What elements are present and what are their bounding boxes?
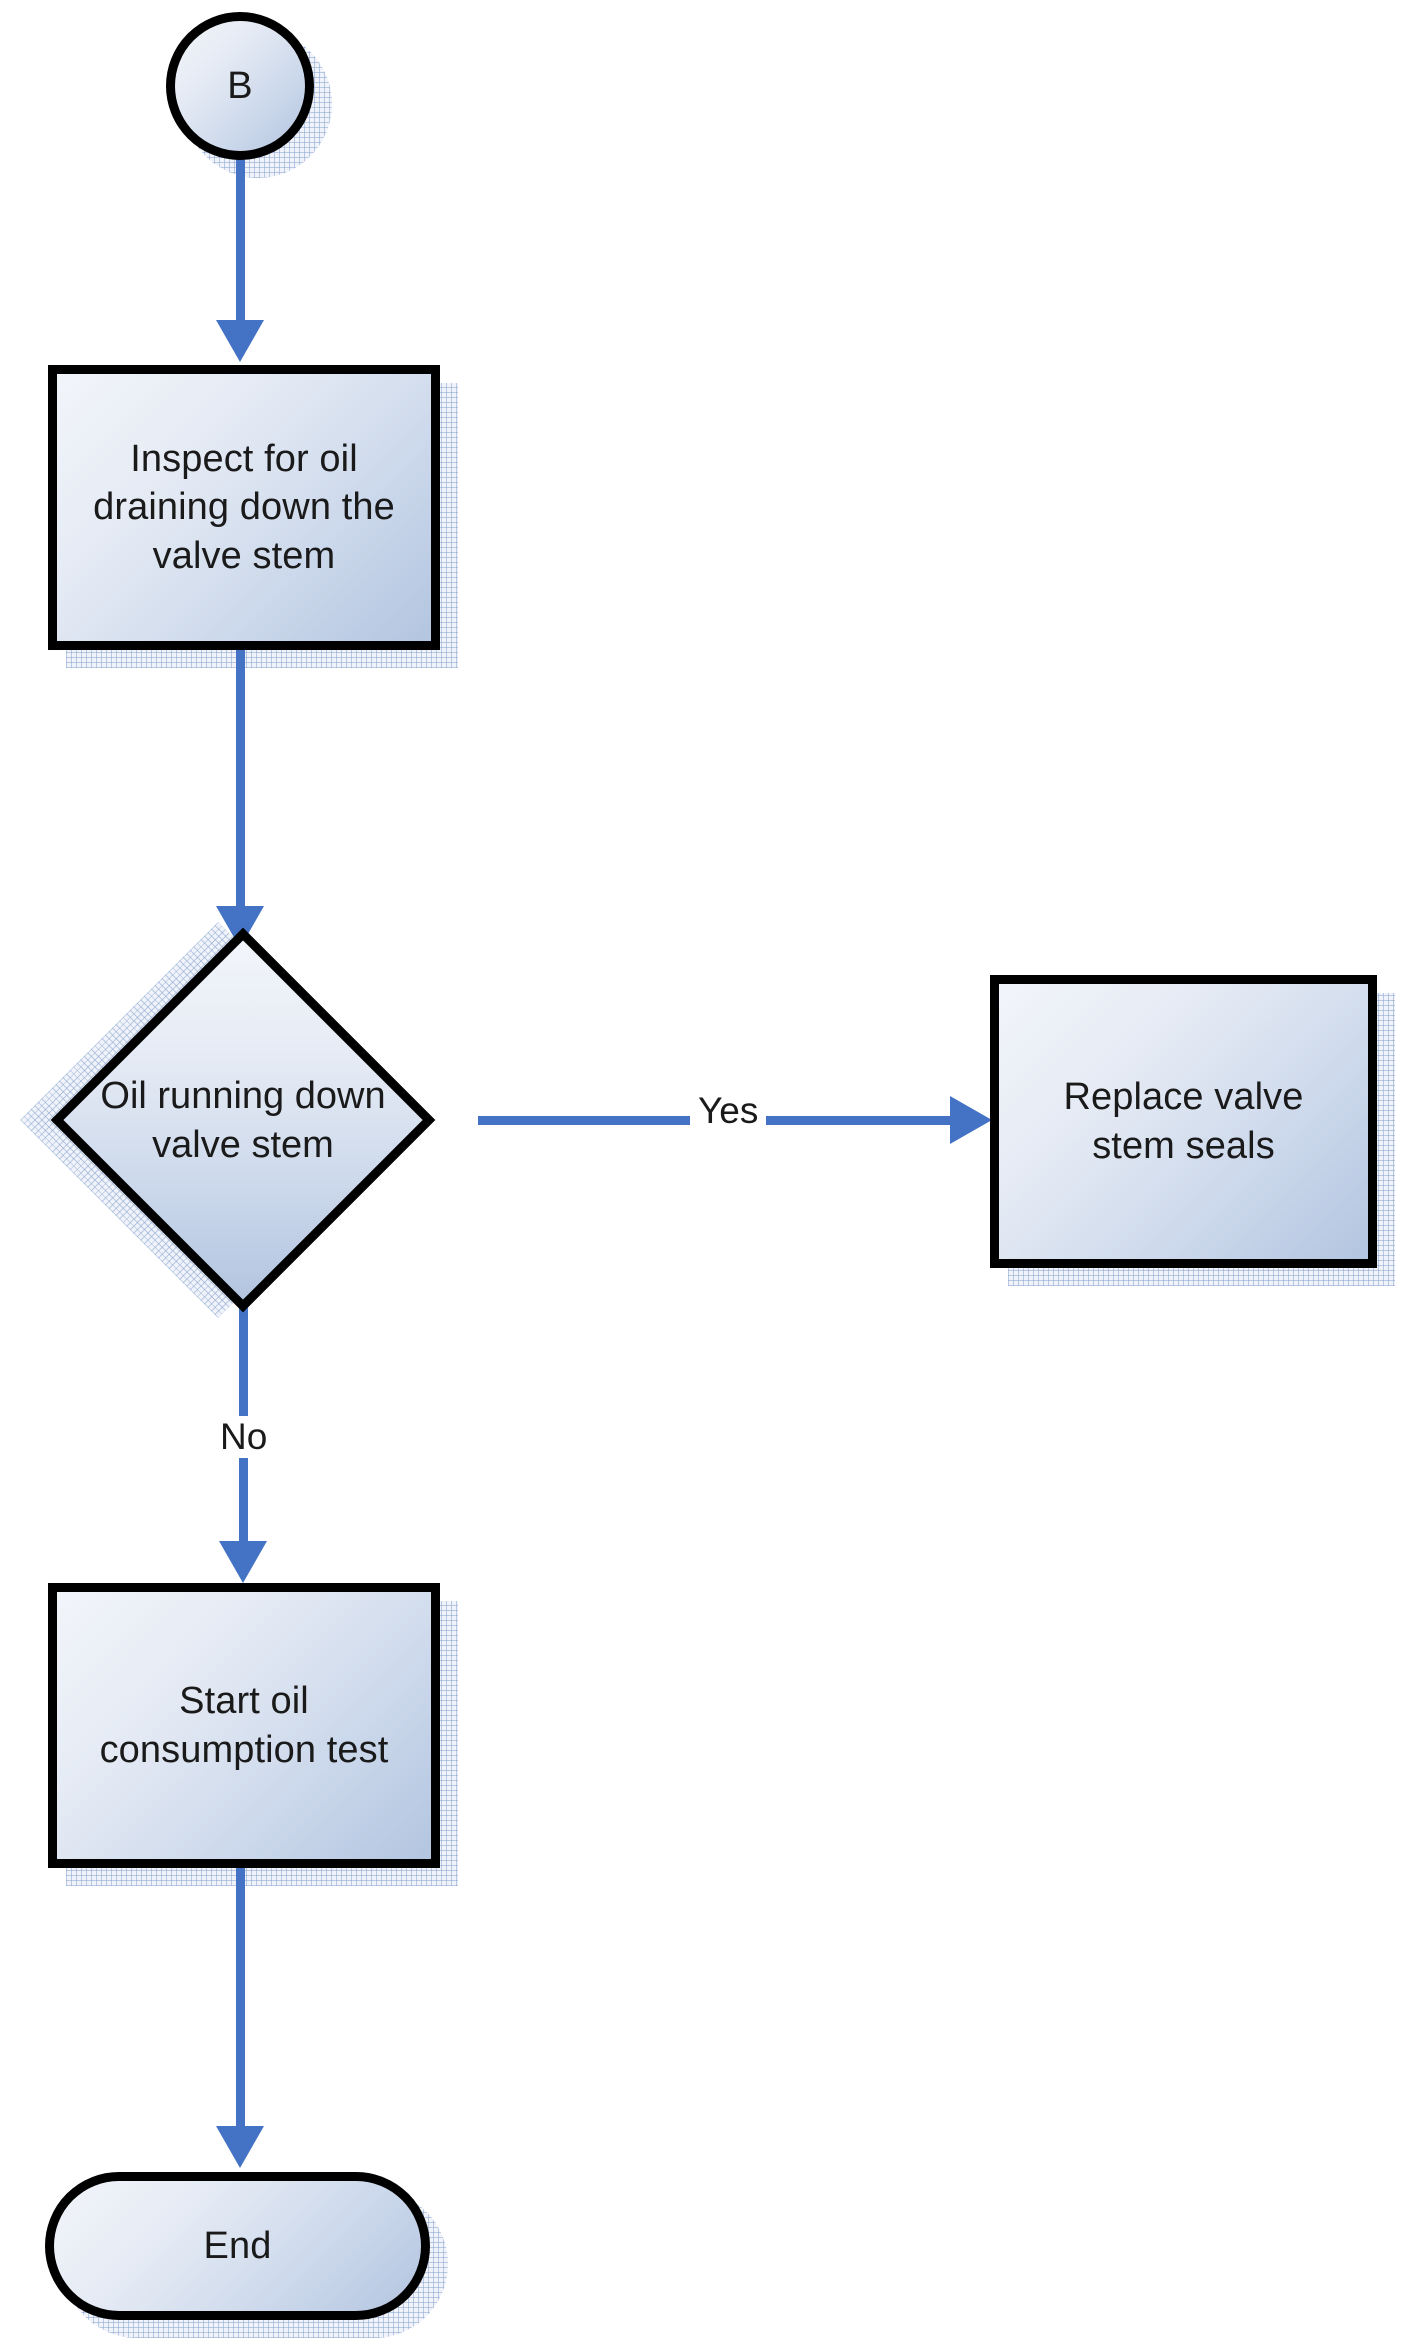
edge-test-to-end-line <box>236 1868 245 2130</box>
process-node-start-test-label: Start oil consumption test <box>99 1679 389 1771</box>
edge-inspect-to-decision-line <box>236 650 245 910</box>
edge-b-to-inspect-line <box>236 158 245 323</box>
process-node-start-test[interactable]: Start oil consumption test <box>48 1583 440 1868</box>
connector-node-b[interactable]: B <box>166 12 314 160</box>
edge-no-arrowhead <box>219 1541 267 1583</box>
connector-node-b-label: B <box>227 64 253 107</box>
process-node-inspect[interactable]: Inspect for oil draining down the valve … <box>48 365 440 650</box>
terminator-node-end-label: End <box>203 2224 272 2267</box>
terminator-node-end[interactable]: End <box>45 2172 430 2320</box>
process-node-replace-seals[interactable]: Replace valve stem seals <box>990 975 1377 1268</box>
edge-yes-arrowhead <box>950 1096 992 1144</box>
decision-node-oil-running[interactable]: Oil running down valve stem <box>8 927 478 1313</box>
process-node-replace-seals-label: Replace valve stem seals <box>1063 1075 1304 1167</box>
edge-label-yes: Yes <box>690 1090 767 1132</box>
decision-node-shape <box>50 927 436 1313</box>
process-node-inspect-label: Inspect for oil draining down the valve … <box>93 437 395 577</box>
edge-test-to-end-arrowhead <box>216 2126 264 2168</box>
edge-label-no: No <box>212 1416 276 1458</box>
edge-b-to-inspect-arrowhead <box>216 320 264 362</box>
